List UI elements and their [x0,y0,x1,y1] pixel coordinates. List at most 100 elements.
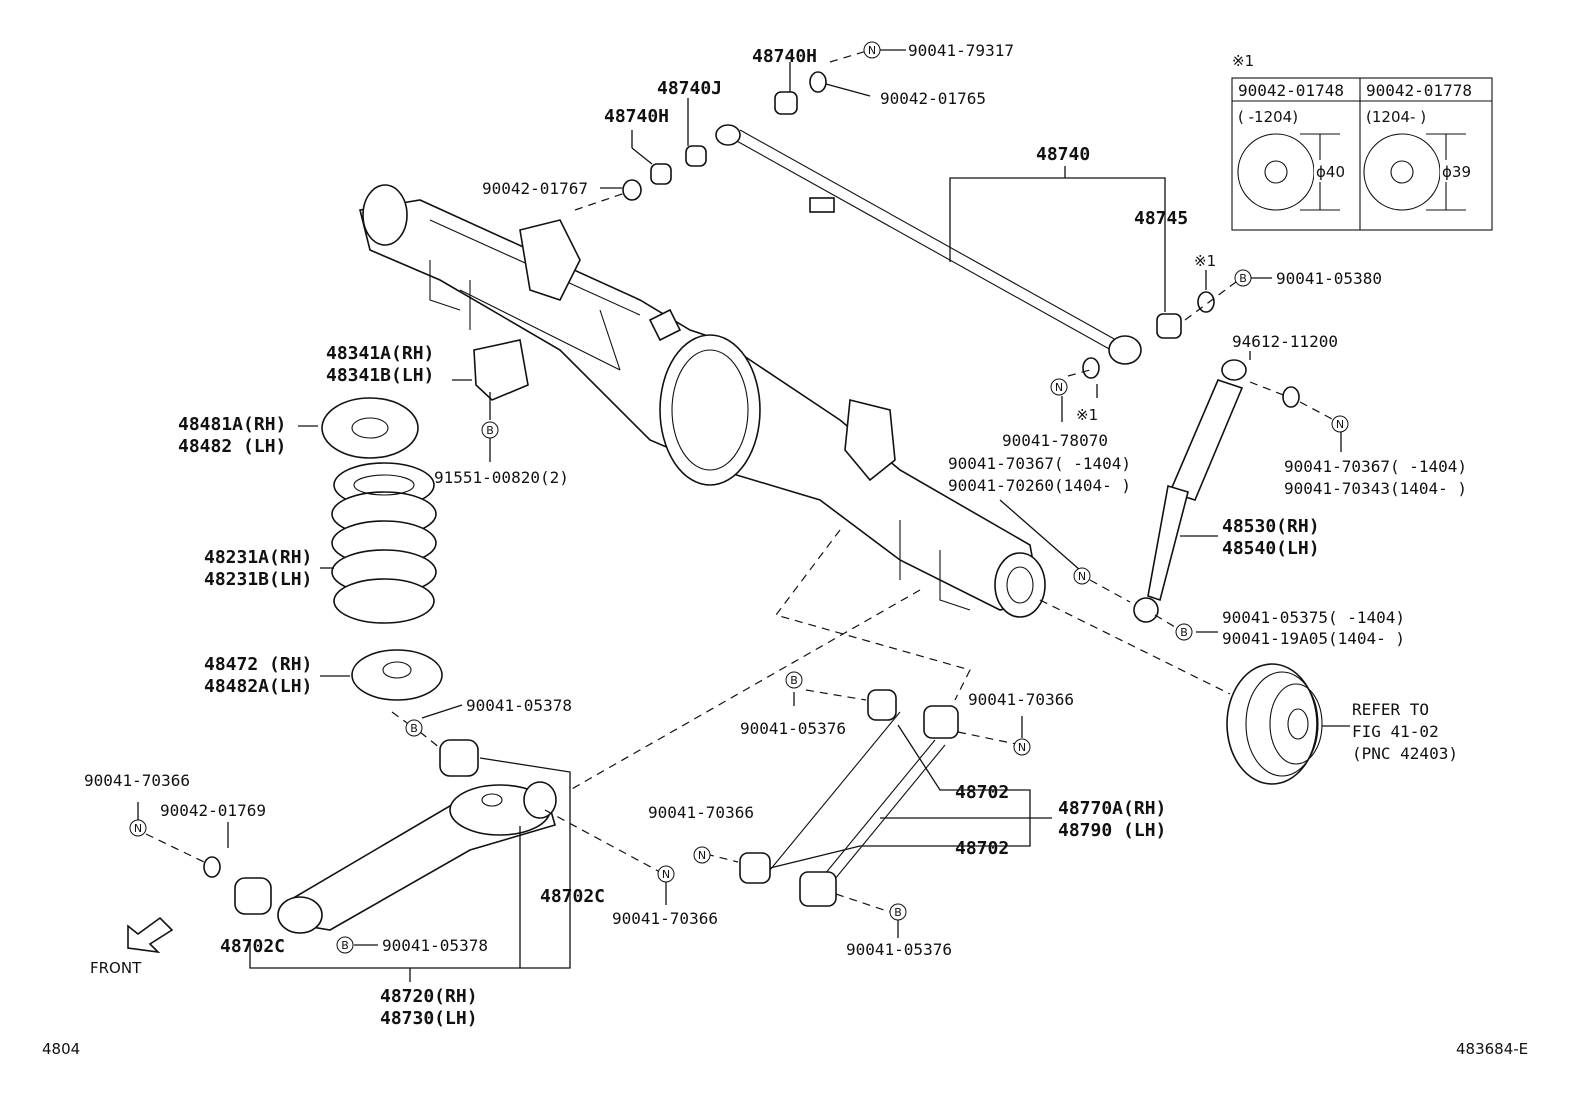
leader-lines [137,49,1350,982]
svg-text:N: N [698,849,706,862]
page-code: 4804 [42,1040,80,1058]
badge-b-icon: B [889,903,907,921]
badge-b-icon: B [1175,623,1193,641]
axle-flange-left [362,184,408,246]
svg-text:N: N [1078,570,1086,583]
svg-text:B: B [341,939,349,952]
label-90041-05378-b: 90041-05378 [382,936,488,955]
legend-part-1: 90042-01748 [1238,81,1344,100]
badge-n-icon: N [1331,415,1349,433]
label-90041-19a05: 90041-19A05(1404- ) [1222,629,1405,648]
refer-line-2: FIG 41-02 [1352,722,1439,741]
spring-insulator-lower [351,649,443,701]
label-48740h-mid: 48740H [604,106,669,127]
front-arrow-icon [127,916,174,954]
label-48740h-top: 48740H [752,46,817,67]
label-90042-01767: 90042-01767 [482,179,588,198]
label-48530: 48530(RH) [1222,516,1320,537]
label-90041-70260: 90041-70260(1404- ) [948,476,1131,495]
legend-mark: ※1 [1232,52,1254,70]
label-48740j: 48740J [657,78,722,99]
label-90041-79317: 90041-79317 [908,41,1014,60]
label-48702-a: 48702 [955,782,1009,803]
label-48730: 48730(LH) [380,1008,478,1029]
svg-text:N: N [1018,741,1026,754]
badge-n-icon: N [129,819,147,837]
legend-range-2: (1204- ) [1366,108,1426,126]
axle-housing [359,184,1046,618]
badge-n-icon: N [1013,738,1031,756]
label-mark-a: ※1 [1194,252,1216,270]
spring-insulator-upper [321,397,419,459]
legend-box: ※1 90042-01748 90042-01778 ( -1204) (120… [1231,52,1493,231]
label-90041-70367-b: 90041-70367( -1404) [1284,457,1467,476]
badge-n-icon: N [693,846,711,864]
label-48482a: 48482A(LH) [204,676,312,697]
lower-control-arm [203,739,557,934]
badge-n-icon: N [657,865,675,883]
label-48540: 48540(LH) [1222,538,1320,559]
svg-text:B: B [486,424,494,437]
label-90042-01765: 90042-01765 [880,89,986,108]
bump-stop [473,339,529,401]
badge-b-icon: B [405,719,423,737]
badge-n-icon: N [1050,378,1068,396]
label-90041-05378-a: 90041-05378 [466,696,572,715]
label-91551-00820: 91551-00820(2) [434,468,569,487]
label-mark-b: ※1 [1076,406,1098,424]
label-48231b: 48231B(LH) [204,569,312,590]
lateral-rod [715,124,1142,365]
label-90042-01769: 90042-01769 [160,801,266,820]
diagram-code: 483684-E [1456,1040,1528,1058]
badge-n-icon: N [863,41,881,59]
label-90041-05375: 90041-05375( -1404) [1222,608,1405,627]
label-90041-05380: 90041-05380 [1276,269,1382,288]
label-48231a: 48231A(RH) [204,547,312,568]
label-48482: 48482 (LH) [178,436,286,457]
shock-absorber [1133,359,1300,623]
badge-b-icon: B [481,421,499,439]
label-90041-70367-a: 90041-70367( -1404) [948,454,1131,473]
rod-bushings [622,71,1215,379]
badge-b-icon: B [336,936,354,954]
svg-text:N: N [1336,418,1344,431]
svg-text:N: N [1055,381,1063,394]
svg-text:N: N [134,822,142,835]
svg-text:B: B [410,722,418,735]
label-90041-70366-d: 90041-70366 [968,690,1074,709]
legend-part-2: 90042-01778 [1366,81,1472,100]
label-48341a: 48341A(RH) [326,343,434,364]
refer-line-1: REFER TO [1352,700,1429,719]
svg-text:B: B [790,674,798,687]
label-48702c-a: 48702C [220,936,285,957]
label-48702-b: 48702 [955,838,1009,859]
svg-text:B: B [1239,272,1247,285]
label-94612-11200: 94612-11200 [1232,332,1338,351]
label-90041-70343: 90041-70343(1404- ) [1284,479,1467,498]
legend-dim-2: ϕ39 [1442,163,1471,181]
svg-text:N: N [662,868,670,881]
refer-line-3: (PNC 42403) [1352,744,1458,763]
bracket-left [519,219,581,301]
label-90041-05376-a: 90041-05376 [740,719,846,738]
axle-flange-right [994,552,1046,618]
label-48720: 48720(RH) [380,986,478,1007]
label-90041-70366-c: 90041-70366 [612,909,718,928]
front-label: FRONT [90,959,142,977]
svg-text:B: B [1180,626,1188,639]
label-48770a: 48770A(RH) [1058,798,1166,819]
legend-range-1: ( -1204) [1238,108,1298,126]
washer-icon [1363,133,1441,211]
brake-drum [1226,663,1323,785]
label-48341b: 48341B(LH) [326,365,434,386]
badge-b-icon: B [785,671,803,689]
label-90041-05376-b: 90041-05376 [846,940,952,959]
legend-dim-1: ϕ40 [1316,163,1345,181]
svg-text:B: B [894,906,902,919]
label-48790: 48790 (LH) [1058,820,1166,841]
legend-frame [1231,77,1493,231]
label-48702c-b: 48702C [540,886,605,907]
coil-spring-stack [321,339,529,701]
